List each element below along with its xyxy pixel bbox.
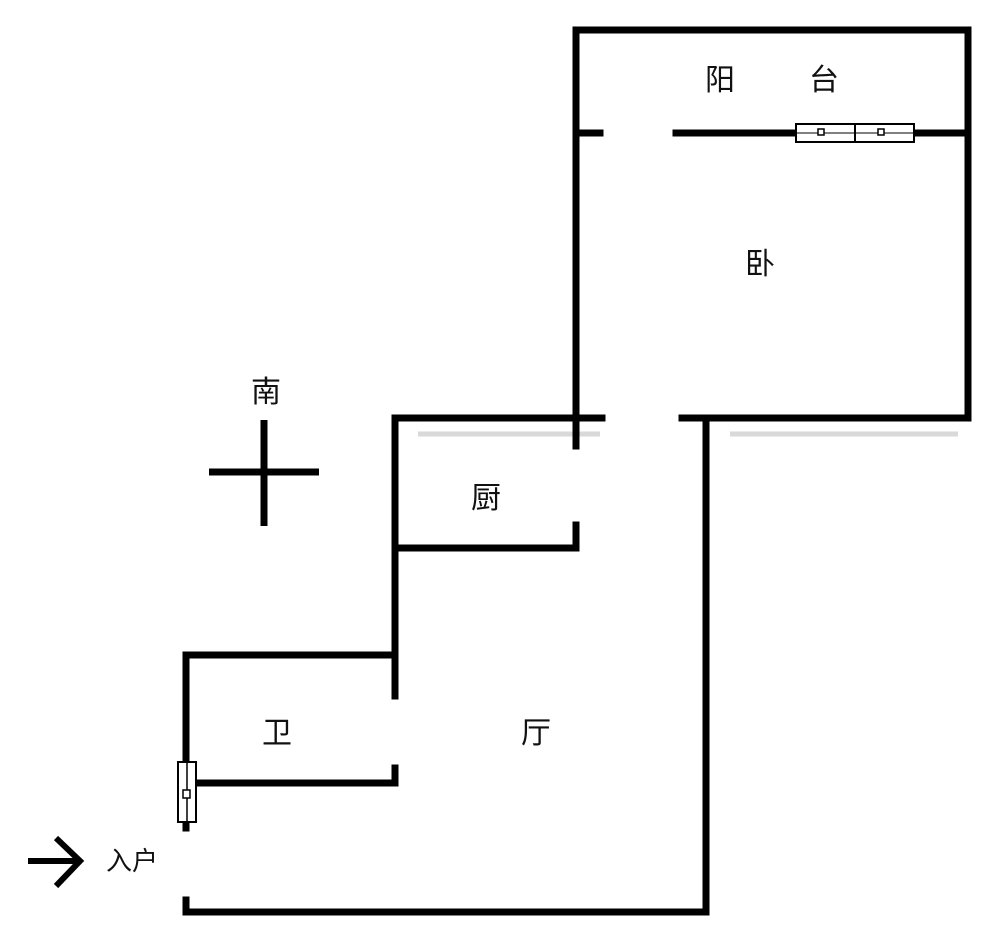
door-latch bbox=[182, 789, 191, 799]
window-latch-left bbox=[817, 128, 825, 136]
wall-bathroom-bottom bbox=[194, 764, 399, 787]
entrance-label: 入户 bbox=[106, 847, 158, 877]
bathroom-label: 卫 bbox=[262, 716, 292, 751]
wall-bathroom-top bbox=[182, 651, 399, 766]
entrance-arrow-icon: 入户 bbox=[28, 835, 158, 889]
kitchen-label: 厨 bbox=[471, 481, 501, 516]
balcony-window bbox=[795, 123, 915, 143]
wall-bedroom-outer bbox=[572, 26, 972, 422]
wall-living-outer bbox=[182, 414, 710, 916]
balcony-label-1: 阳 bbox=[705, 63, 735, 98]
window-latch-right bbox=[877, 128, 885, 136]
balcony-label-2: 台 bbox=[809, 63, 839, 98]
compass-south-label: 南 bbox=[251, 375, 281, 410]
entrance-door bbox=[177, 761, 197, 823]
walls bbox=[182, 26, 972, 916]
arrow-head bbox=[53, 835, 85, 889]
bedroom-label: 卧 bbox=[745, 247, 775, 282]
living-room-label: 厅 bbox=[521, 716, 551, 751]
compass: 南 bbox=[209, 375, 319, 526]
